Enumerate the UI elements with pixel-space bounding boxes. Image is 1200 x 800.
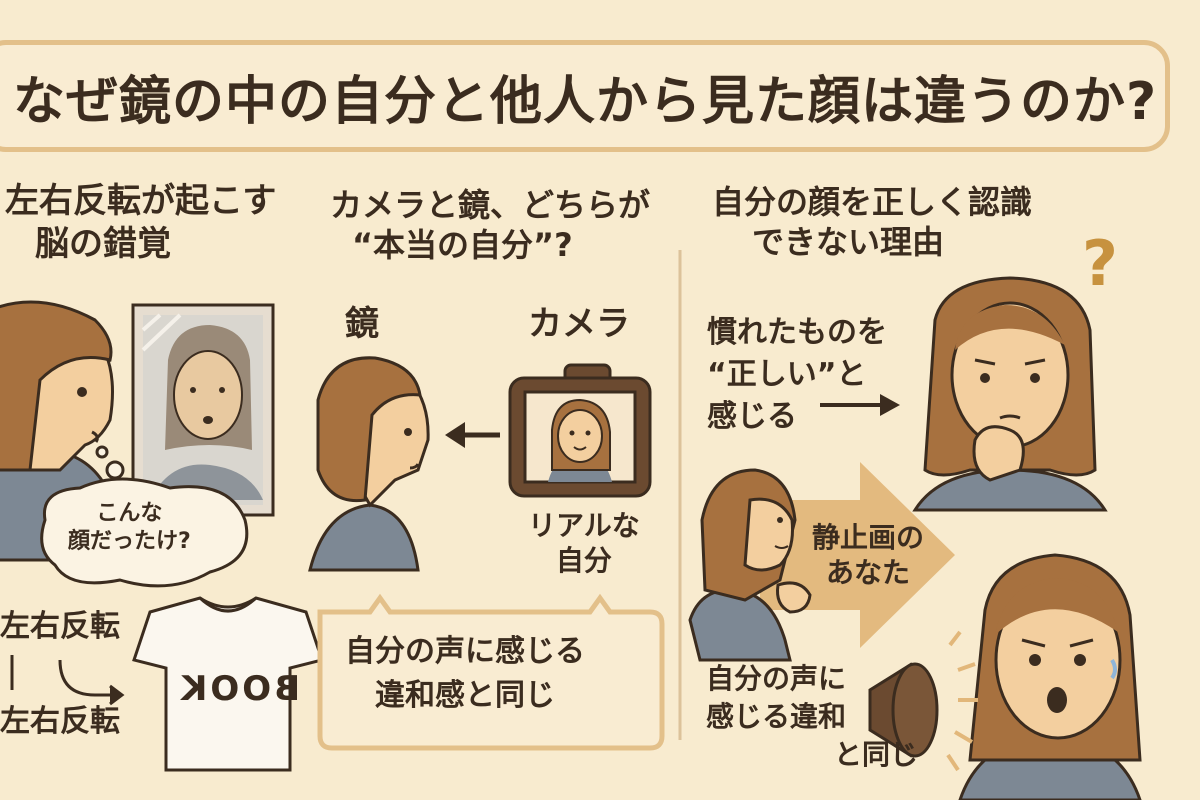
- t-shirt: [132, 596, 324, 772]
- flip-label-top: 左右反転: [0, 609, 120, 644]
- flip-label-bottom: 左右反転: [0, 704, 120, 739]
- arrow-right-icon: [820, 394, 900, 416]
- megaphone-icon: [868, 630, 978, 772]
- shirt-text: BOOK: [178, 669, 301, 709]
- real-self-label: リアルな 自分: [528, 509, 640, 577]
- mirror-label: 鏡: [345, 304, 379, 344]
- voice-note-text: 自分の声に 感じる違和 と同じ: [706, 662, 919, 771]
- camera-label: カメラ: [528, 304, 630, 344]
- thinking-woman: [912, 276, 1108, 512]
- voice-box-frame: [317, 593, 665, 751]
- running-woman: [688, 468, 812, 662]
- familiar-text: 慣れたものを “正しい”と 感じる: [707, 315, 887, 434]
- arrow-left-icon: [445, 422, 500, 448]
- thought-bubble-text: こんな 顔だったけ?: [68, 501, 191, 554]
- woman-side-profile: [308, 356, 430, 572]
- thought-bubble: [40, 445, 249, 588]
- section1-heading: 左右反転が起こす 脳の錯覚: [5, 181, 277, 264]
- section2-heading: カメラと鏡、どちらが “本当の自分”?: [330, 186, 651, 264]
- flip-arrow: [10, 655, 125, 706]
- question-mark: ?: [1082, 227, 1118, 300]
- still-image-text: 静止画の あなた: [812, 521, 925, 589]
- title-banner: なぜ鏡の中の自分と他人から見た顔は違うのか?: [0, 40, 1170, 152]
- page-title: なぜ鏡の中の自分と他人から見た顔は違うのか?: [13, 72, 1158, 132]
- surprised-woman: [958, 553, 1142, 800]
- camera-illustration: [508, 363, 652, 498]
- section3-heading: 自分の顔を正しく認識 できない理由: [712, 183, 1033, 261]
- mirror-frame: [131, 303, 275, 517]
- voice-box-text: 自分の声に感じる 違和感と同じ: [345, 634, 585, 713]
